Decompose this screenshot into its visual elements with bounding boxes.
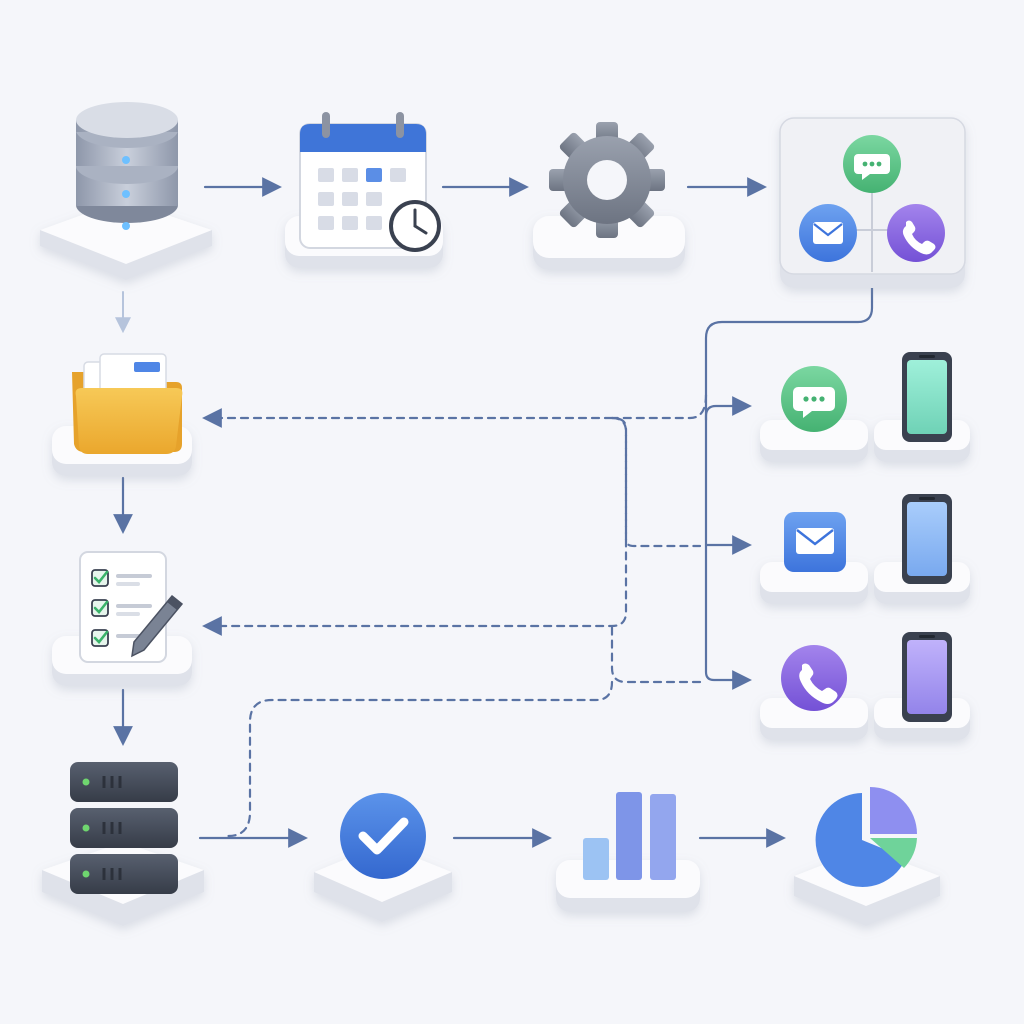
smartphone-icon-2 bbox=[902, 494, 952, 584]
dash-to-server bbox=[226, 624, 702, 838]
connectors bbox=[113, 177, 874, 848]
pie-chart-icon bbox=[815, 787, 917, 887]
database-icon bbox=[76, 102, 178, 230]
pen-icon bbox=[131, 594, 184, 658]
check-circle-icon bbox=[340, 793, 426, 879]
folder-icon bbox=[72, 353, 183, 454]
clock-icon bbox=[389, 200, 441, 252]
tile-phone-channel-top bbox=[760, 698, 868, 728]
phone-icon bbox=[781, 645, 847, 711]
dash-to-checklist bbox=[202, 416, 628, 636]
smartphone-icon bbox=[902, 352, 952, 442]
dashed-feedback-routes bbox=[202, 393, 708, 838]
checklist-icon bbox=[79, 551, 167, 663]
route-hub-to-channels bbox=[704, 278, 874, 690]
hub-chat-icon bbox=[843, 135, 901, 193]
dash-to-folder bbox=[611, 393, 708, 548]
hub-mail-icon bbox=[799, 204, 857, 262]
server-icon bbox=[70, 762, 178, 894]
envelope-icon bbox=[784, 512, 846, 572]
hub-phone-icon bbox=[887, 204, 945, 262]
branch-chat bbox=[704, 396, 752, 422]
chat-bubble-icon bbox=[781, 366, 847, 432]
smartphone-icon-3 bbox=[902, 632, 952, 722]
gear-icon bbox=[549, 122, 665, 238]
tile-database-top bbox=[40, 200, 212, 264]
bar-chart-icon bbox=[583, 792, 676, 880]
channel-hub-icon bbox=[799, 135, 945, 272]
tile-chat-channel-top bbox=[760, 420, 868, 450]
